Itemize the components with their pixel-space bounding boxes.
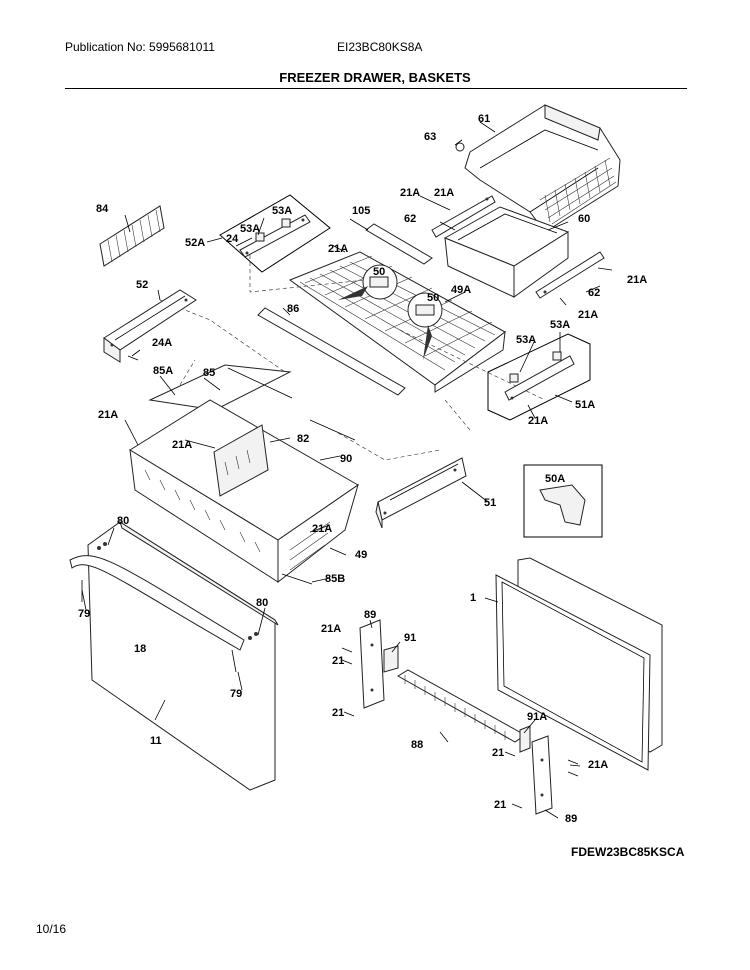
callout-85a: 85A xyxy=(153,365,173,377)
callout-53a: 53A xyxy=(240,223,260,235)
header-divider xyxy=(65,88,687,89)
callout-21a: 21A xyxy=(172,439,192,451)
callout-53a: 53A xyxy=(272,205,292,217)
part-89-bracket-right xyxy=(519,725,553,815)
model-number: EI23BC80KS8A xyxy=(337,40,423,54)
callout-105: 105 xyxy=(352,205,370,217)
part-49-drawer-basket xyxy=(129,399,359,585)
callout-24: 24 xyxy=(226,233,239,245)
callout-51: 51 xyxy=(484,497,496,509)
callout-52a: 52A xyxy=(185,237,205,249)
callout-60: 60 xyxy=(578,213,590,225)
part-62-rail-left xyxy=(431,195,496,238)
callout-89: 89 xyxy=(364,609,376,621)
callout-82: 82 xyxy=(297,433,309,445)
callout-62: 62 xyxy=(404,213,416,225)
part-105-bar xyxy=(365,223,433,265)
callout-79: 79 xyxy=(78,608,90,620)
callout-21a: 21A xyxy=(578,309,598,321)
page-number: 10/16 xyxy=(36,922,67,936)
callout-88: 88 xyxy=(411,739,423,751)
callout-86: 86 xyxy=(287,303,299,315)
callout-21a: 21A xyxy=(321,623,341,635)
part-50a-detail-box xyxy=(523,464,603,538)
part-51a-guide-box xyxy=(487,333,591,421)
callout-49: 49 xyxy=(355,549,367,561)
part-52a-guide-box xyxy=(219,194,331,273)
part-51-right-slide xyxy=(375,457,467,529)
callout-62: 62 xyxy=(588,287,600,299)
callout-50: 50 xyxy=(373,266,385,278)
callout-63: 63 xyxy=(424,131,436,143)
part-49a-wire-basket xyxy=(288,251,506,393)
callout-80: 80 xyxy=(256,597,268,609)
diagram-code: FDEW23BC85KSCA xyxy=(571,845,685,859)
part-84-grille xyxy=(99,205,165,267)
callout-91a: 91A xyxy=(527,711,547,723)
callout-50a: 50A xyxy=(545,473,565,485)
callout-21: 21 xyxy=(332,707,344,719)
part-11-drawer-front xyxy=(69,520,279,791)
callout-18: 18 xyxy=(134,643,146,655)
callout-21a: 21A xyxy=(434,187,454,199)
callout-80: 80 xyxy=(117,515,129,527)
callout-50: 50 xyxy=(427,292,439,304)
part-61-upper-basket xyxy=(455,104,621,233)
callout-21a: 21A xyxy=(400,187,420,199)
callout-79: 79 xyxy=(230,688,242,700)
callout-85b: 85B xyxy=(325,573,345,585)
callout-49a: 49A xyxy=(451,284,471,296)
part-50-clips xyxy=(338,264,443,360)
callout-84: 84 xyxy=(96,203,109,215)
callout-21: 21 xyxy=(492,747,504,759)
callout-61: 61 xyxy=(478,113,490,125)
page-title: FREEZER DRAWER, BASKETS xyxy=(279,70,471,85)
part-89-bracket-left xyxy=(359,619,399,709)
publication-number: Publication No: 5995681011 xyxy=(65,40,215,54)
callout-53a: 53A xyxy=(516,334,536,346)
screws xyxy=(341,647,579,809)
part-86-trim xyxy=(257,307,406,396)
callout-labels: 61 63 21A 21A 62 60 21A 62 21A 84 53A 53… xyxy=(78,113,647,825)
part-85-crossbars xyxy=(148,364,356,441)
callout-85: 85 xyxy=(203,367,215,379)
part-1-gasket-panel xyxy=(495,557,663,771)
callout-11: 11 xyxy=(150,735,162,747)
callout-21a: 21A xyxy=(98,409,118,421)
callout-52: 52 xyxy=(136,279,148,291)
callout-51a: 51A xyxy=(575,399,595,411)
callout-21: 21 xyxy=(332,655,344,667)
callout-89: 89 xyxy=(565,813,577,825)
callout-21a: 21A xyxy=(312,523,332,535)
callout-21a: 21A xyxy=(588,759,608,771)
callout-24a: 24A xyxy=(152,337,172,349)
part-60-drawer-pan xyxy=(443,206,570,298)
part-52-left-slide xyxy=(103,289,197,363)
callout-91: 91 xyxy=(404,632,416,644)
callout-21: 21 xyxy=(494,799,506,811)
part-62-rail-right xyxy=(535,251,605,299)
callout-53a: 53A xyxy=(550,319,570,331)
callout-21a: 21A xyxy=(328,243,348,255)
callout-1: 1 xyxy=(470,592,476,604)
callout-21a: 21A xyxy=(627,274,647,286)
callout-21a: 21A xyxy=(528,415,548,427)
callout-90: 90 xyxy=(340,453,352,465)
